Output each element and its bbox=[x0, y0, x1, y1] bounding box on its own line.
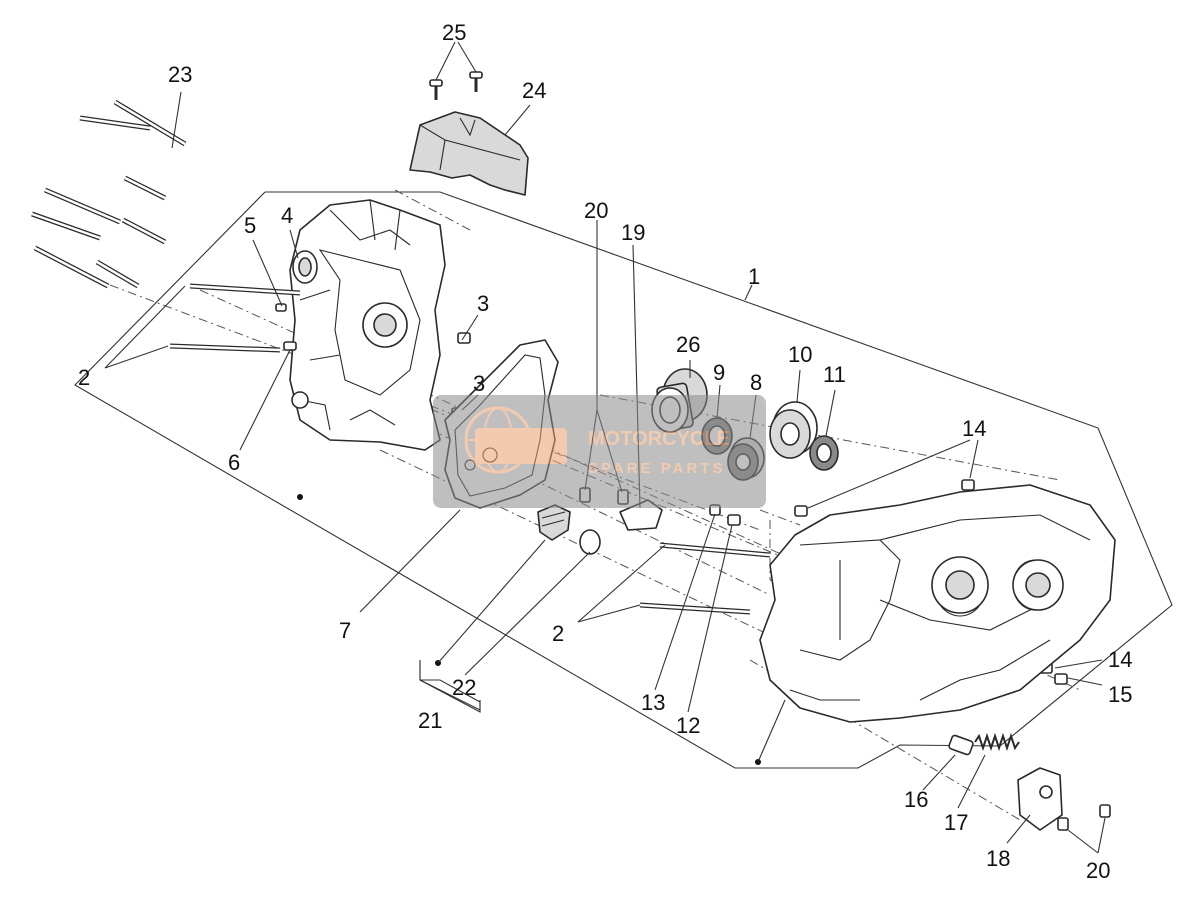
callout-25: 25 bbox=[442, 20, 466, 45]
callout-17: 17 bbox=[944, 810, 968, 835]
dowel-14b bbox=[794, 505, 808, 517]
bearing-10 bbox=[769, 401, 818, 459]
filter-21 bbox=[537, 504, 571, 541]
callout-10: 10 bbox=[788, 342, 812, 367]
dowel-14a bbox=[961, 479, 975, 491]
screws-25 bbox=[429, 71, 483, 100]
callout-1: 1 bbox=[748, 264, 760, 289]
dowel-pin-3a bbox=[457, 332, 471, 344]
dowel-15 bbox=[1054, 673, 1068, 685]
callout-12: 12 bbox=[676, 713, 700, 738]
callout-14a: 14 bbox=[962, 416, 986, 441]
callout-20a: 20 bbox=[584, 198, 608, 223]
studs-2-right bbox=[639, 542, 771, 615]
callout-3b: 3 bbox=[473, 371, 485, 396]
logo-badge bbox=[475, 428, 567, 464]
seal-11 bbox=[809, 435, 839, 471]
callout-26: 26 bbox=[676, 332, 700, 357]
dowel-6 bbox=[283, 341, 297, 351]
callout-3a: 3 bbox=[477, 291, 489, 316]
callout-5: 5 bbox=[244, 213, 256, 238]
callout-2b: 2 bbox=[552, 621, 564, 646]
callout-19: 19 bbox=[621, 220, 645, 245]
ref-dot bbox=[297, 494, 303, 500]
watermark-brand: MOTORCYCLE bbox=[588, 428, 730, 450]
watermark-panel bbox=[433, 395, 766, 508]
studs-2-left bbox=[169, 283, 301, 353]
cover-18 bbox=[1017, 767, 1063, 831]
piston-16 bbox=[948, 734, 974, 756]
watermark-tagline: SPARE PARTS bbox=[588, 460, 725, 477]
callout-6: 6 bbox=[228, 450, 240, 475]
callout-18: 18 bbox=[986, 846, 1010, 871]
callout-16: 16 bbox=[904, 787, 928, 812]
callout-20b: 20 bbox=[1086, 858, 1110, 883]
cover-24 bbox=[409, 111, 529, 196]
bolt-set-23 bbox=[31, 99, 187, 289]
callout-14b: 14 bbox=[1108, 647, 1132, 672]
callout-24: 24 bbox=[522, 78, 546, 103]
callout-11: 11 bbox=[823, 362, 846, 387]
callout-13: 13 bbox=[641, 690, 665, 715]
callout-21: 21 bbox=[418, 708, 442, 733]
callout-15: 15 bbox=[1108, 682, 1132, 707]
o-ring-22 bbox=[579, 529, 601, 555]
plug-12 bbox=[727, 514, 741, 526]
watermark: MOTORCYCLE SPARE PARTS bbox=[433, 395, 766, 508]
callout-9: 9 bbox=[713, 360, 725, 385]
spring-17 bbox=[974, 732, 1020, 752]
callout-8: 8 bbox=[750, 370, 762, 395]
crankcase-right-half bbox=[759, 484, 1116, 723]
callout-4: 4 bbox=[281, 203, 293, 228]
bolt-20d bbox=[1099, 804, 1111, 818]
callout-2a: 2 bbox=[78, 365, 90, 390]
callout-7: 7 bbox=[339, 618, 351, 643]
callout-22: 22 bbox=[452, 675, 476, 700]
oil-seal-4 bbox=[292, 250, 318, 284]
callout-23: 23 bbox=[168, 62, 192, 87]
bolt-20c bbox=[1057, 817, 1069, 831]
callout-labels: 23 25 24 4 5 3 3 2 6 7 22 21 20 19 1 26 … bbox=[78, 20, 1132, 883]
